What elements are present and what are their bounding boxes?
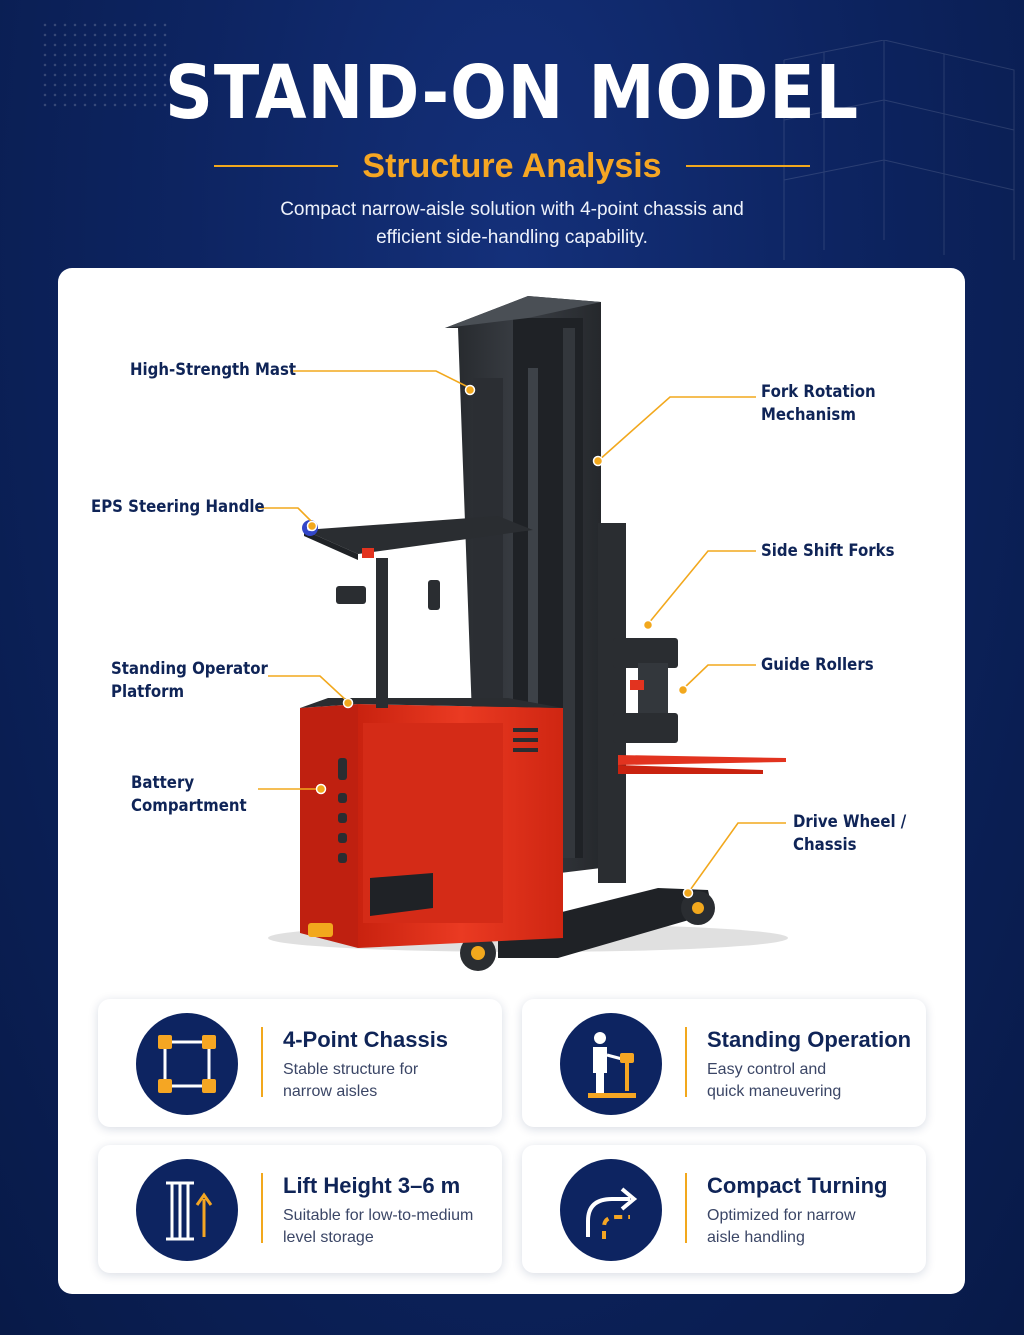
feature-description: Stable structure for narrow aisles [283, 1059, 498, 1103]
feature-icon-circle [136, 1013, 238, 1115]
feature-card-4-point-chassis: 4-Point Chassis Stable structure for nar… [98, 999, 502, 1127]
callout-high-strength-mast: High-Strength Mast [130, 360, 297, 380]
callout-drive-line-2: Chassis [793, 835, 857, 855]
body-graphic [300, 698, 563, 948]
leader-dots [306, 384, 694, 899]
feature-description: Optimized for narrow aisle handling [707, 1205, 922, 1249]
background-dot-pattern [40, 20, 170, 110]
feature-description-line-2: narrow aisles [283, 1083, 378, 1100]
feature-title: 4-Point Chassis [283, 1027, 449, 1052]
callout-platform-line-2: Platform [111, 682, 185, 702]
feature-card-standing-operation: Standing Operation Easy control and quic… [522, 999, 926, 1127]
main-card: High-Strength Mast Fork Rotation Mechani… [58, 268, 965, 1294]
feature-icon-circle [560, 1013, 662, 1115]
feature-description-line-2: level storage [283, 1229, 374, 1246]
callout-fork-rotation: Fork Rotation Mechanism [761, 381, 876, 427]
feature-description-line-1: Easy control and [707, 1061, 827, 1078]
tagline-line-2: efficient side-handling capability. [376, 227, 648, 248]
feature-divider [685, 1173, 687, 1243]
carriage-graphic [598, 523, 786, 883]
page-title: STAND-ON MODEL [165, 50, 859, 136]
callout-fork-rotation-line-1: Fork Rotation [761, 382, 876, 402]
feature-description-line-2: aisle handling [707, 1229, 805, 1246]
operator-icon [588, 1032, 636, 1098]
feature-card-lift-height: Lift Height 3–6 m Suitable for low-to-me… [98, 1145, 502, 1273]
callout-eps-steering-handle: EPS Steering Handle [91, 497, 265, 517]
callout-platform-line-1: Standing Operator [111, 659, 268, 679]
subtitle-left-rule [214, 165, 339, 167]
page-subtitle: Structure Analysis [362, 146, 662, 185]
tagline: Compact narrow-aisle solution with 4-poi… [212, 196, 812, 252]
callout-guide-rollers: Guide Rollers [761, 655, 874, 675]
feature-icon-circle [136, 1159, 238, 1261]
chassis-graphic [460, 888, 715, 971]
feature-title: Compact Turning [707, 1173, 888, 1198]
callout-battery-line-2: Compartment [131, 796, 247, 816]
callout-drive-line-1: Drive Wheel / [793, 812, 907, 832]
callout-battery-compartment: Battery Compartment [131, 772, 247, 818]
feature-description-line-1: Suitable for low-to-medium [283, 1207, 474, 1224]
feature-divider [261, 1173, 263, 1243]
turn-arrow-icon [586, 1187, 638, 1239]
callout-battery-line-1: Battery [131, 773, 195, 793]
callout-fork-rotation-line-2: Mechanism [761, 405, 856, 425]
subtitle-row: Structure Analysis [0, 144, 1024, 188]
leader-lines [258, 370, 786, 894]
feature-description: Easy control and quick maneuvering [707, 1059, 922, 1103]
feature-description-line-1: Stable structure for [283, 1061, 419, 1078]
background-rack-lines [783, 40, 1015, 260]
feature-title: Standing Operation [707, 1027, 912, 1052]
forklift-diagram [258, 296, 788, 971]
feature-icon-circle [560, 1159, 662, 1261]
tagline-line-1: Compact narrow-aisle solution with 4-poi… [280, 199, 744, 220]
callout-standing-operator-platform: Standing Operator Platform [111, 658, 268, 704]
feature-description: Suitable for low-to-medium level storage [283, 1205, 498, 1249]
subtitle-right-rule [685, 165, 810, 167]
feature-divider [261, 1027, 263, 1097]
callout-side-shift-forks: Side Shift Forks [761, 541, 895, 561]
chassis-icon [158, 1035, 216, 1093]
feature-description-line-1: Optimized for narrow [707, 1207, 856, 1224]
mast-lift-icon [166, 1181, 213, 1241]
feature-divider [685, 1027, 687, 1097]
feature-title: Lift Height 3–6 m [283, 1173, 461, 1198]
feature-card-compact-turning: Compact Turning Optimized for narrow ais… [522, 1145, 926, 1273]
overhead-guard-graphic [302, 516, 533, 708]
callout-drive-wheel-chassis: Drive Wheel / Chassis [793, 811, 906, 857]
feature-description-line-2: quick maneuvering [707, 1083, 842, 1100]
